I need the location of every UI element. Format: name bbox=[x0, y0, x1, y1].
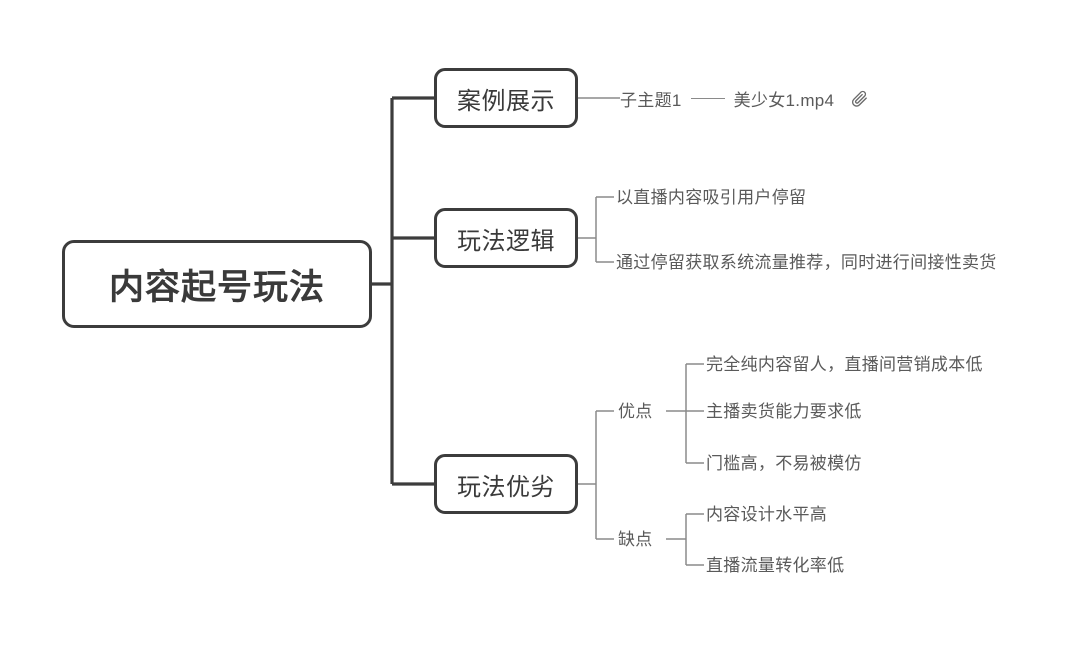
group-label-pros[interactable]: 优点 bbox=[618, 402, 653, 421]
subtopic-label: 子主题1 bbox=[620, 91, 682, 110]
attachment-file-label: 美少女1.mp4 bbox=[733, 91, 835, 110]
root-node-label: 内容起号玩法 bbox=[108, 267, 325, 307]
leaf-con-1[interactable]: 内容设计水平高 bbox=[706, 505, 828, 524]
paperclip-icon[interactable] bbox=[850, 89, 869, 108]
branch-node-logic-label: 玩法逻辑 bbox=[457, 227, 555, 255]
branch-node-logic[interactable]: 玩法逻辑 bbox=[434, 208, 578, 268]
leaf-logic-2[interactable]: 通过停留获取系统流量推荐，同时进行间接性卖货 bbox=[616, 253, 997, 272]
attachment-connector-dash bbox=[690, 97, 725, 100]
root-node[interactable]: 内容起号玩法 bbox=[62, 240, 372, 328]
leaf-pro-2[interactable]: 主播卖货能力要求低 bbox=[706, 402, 862, 421]
subtopic-attachment-row[interactable]: 子主题1 美少女1.mp4 bbox=[620, 86, 869, 111]
leaf-pro-3[interactable]: 门槛高，不易被模仿 bbox=[706, 454, 862, 473]
group-label-cons[interactable]: 缺点 bbox=[618, 530, 653, 549]
branch-node-case-label: 案例展示 bbox=[457, 87, 555, 115]
leaf-con-2[interactable]: 直播流量转化率低 bbox=[706, 556, 845, 575]
leaf-logic-1[interactable]: 以直播内容吸引用户停留 bbox=[616, 188, 807, 207]
leaf-pro-1[interactable]: 完全纯内容留人，直播间营销成本低 bbox=[706, 355, 983, 374]
branch-node-proscons-label: 玩法优劣 bbox=[457, 473, 555, 501]
branch-node-proscons[interactable]: 玩法优劣 bbox=[434, 454, 578, 514]
branch-node-case[interactable]: 案例展示 bbox=[434, 68, 578, 128]
